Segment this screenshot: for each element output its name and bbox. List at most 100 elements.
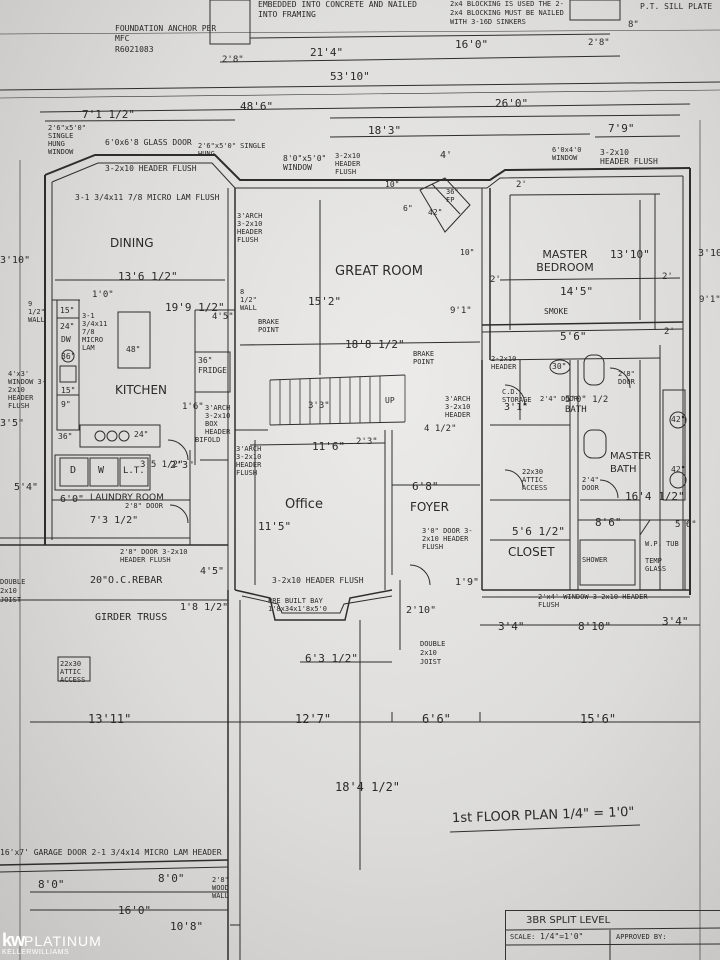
dim-3-3-laundry: 3'5 1/2" (140, 460, 184, 470)
dim-21-4: 21'4" (310, 46, 344, 59)
note-attic-access-garage: 22x30 ATTIC ACCESS (60, 660, 86, 684)
dim-18-8: 18'8 1/2" (345, 338, 405, 351)
kitchen-15: 15" (60, 306, 75, 315)
dim-42: 42" (428, 208, 443, 217)
note-door-2-8: 2'8" DOOR (125, 502, 163, 510)
note-window-8x5: 8'0"x5'0" WINDOW (283, 154, 327, 172)
dim-line-48-6 (39, 103, 691, 113)
kitchen-36: 36" (61, 352, 76, 361)
note-garage-door: 16'x7' GARAGE DOOR 2-1 3/4x14 MICRO LAM … (0, 848, 222, 857)
note-door-2-8b: 2'8" DOOR (618, 370, 635, 386)
note-header-flush-mid: 3-2x10 HEADER FLUSH (335, 152, 361, 176)
toilet-2 (583, 429, 607, 459)
note-single-hung-left: 2'6"x5'0" SINGLE HUNG WINDOW (48, 124, 86, 156)
note-girder-truss: GIRDER TRUSS (95, 612, 168, 623)
dim-15-6: 15'6" (580, 712, 617, 726)
logo-keller-williams: KELLERWILLIAMS (2, 949, 70, 956)
note-box-header: 3'ARCH 3-2x10 BOX HEADER (205, 404, 231, 436)
bath-42b: 42" (671, 465, 686, 474)
kitchen-48: 48" (126, 345, 141, 354)
note-smoke: SMOKE (544, 307, 569, 316)
dim-line-18-3 (329, 133, 591, 138)
laundry-dryer: D (70, 465, 77, 476)
dim-12-7: 12'7" (295, 712, 332, 726)
title-block-scale-value: 1/4"=1'0" (540, 932, 584, 941)
note-door-2-4b: 2'4" DOOR (582, 476, 599, 492)
dim-18-3: 18'3" (368, 124, 402, 137)
dim-2-top: 2' (516, 180, 527, 190)
dim-2-8-top-left: 2'8" (222, 55, 244, 65)
logo-kw: kw (2, 930, 25, 950)
dim-7-1: 7'1 1/2" (82, 108, 135, 121)
dim-53-10: 53'10" (330, 70, 370, 83)
dim-2-10: 2'10" (406, 605, 437, 616)
fireplace (419, 177, 471, 233)
kitchen-36b: 36" (58, 432, 73, 441)
note-glass-door: 6'0x6'8 GLASS DOOR (105, 138, 192, 147)
room-foyer: FOYER (410, 500, 449, 514)
dim-3-1: 3'1" (504, 402, 529, 413)
dim-3-5: 3'5" (0, 418, 25, 429)
note-window-6x4: 6'0x4'0 WINDOW (552, 146, 582, 162)
note-blocking: 2x4 BLOCKING IS USED THE 2-2x4 BLOCKING … (450, 0, 564, 26)
dim-5-4: 5'4" (14, 482, 39, 493)
stairs-up: UP (385, 396, 395, 405)
dim-3-4-right: 3'4" (662, 615, 689, 628)
note-foundation-anchor: FOUNDATION ANCHOR PER MFC (115, 24, 217, 43)
title-block-name: 3BR SPLIT LEVEL (526, 915, 611, 926)
note-header-laundry: 2'8" DOOR 3-2x10 HEADER FLUSH (120, 548, 188, 564)
dim-8-0-left: 8'0" (38, 878, 65, 891)
dim-13-6: 13'6 1/2" (118, 270, 178, 283)
dim-1-8: 1'8 1/2" (180, 602, 229, 613)
note-rebar: 20"O.C.REBAR (90, 575, 163, 586)
stairs (269, 375, 406, 425)
dim-6-6: 6'6" (422, 712, 451, 726)
dim-2-left: 2' (490, 275, 501, 285)
dim-16-4: 16'4 1/2" (625, 490, 685, 503)
kitchen-24b: 24" (134, 430, 149, 439)
room-great-room: GREAT ROOM (335, 264, 423, 279)
laundry-washer: W (98, 465, 105, 476)
note-wall-9: 9 1/2" WALL (28, 300, 45, 324)
dim-7-9: 7'9" (608, 122, 635, 135)
note-cd-storage: C.D. STORAGE (502, 388, 532, 404)
note-temp-glass: TEMP GLASS (645, 557, 667, 573)
note-micro-lam-kitchen: 3-1 3/4x11 7/8 MICRO LAM (82, 312, 108, 352)
note-pt-sill: P.T. SILL PLATE (640, 2, 713, 11)
dim-1-9: 1'9" (455, 577, 480, 588)
dim-10-b: 10" (460, 248, 475, 257)
dim-3-10-right: 3'10" (698, 248, 720, 259)
dim-6-3: 6'3 1/2" (305, 652, 358, 665)
note-attic-access: 22x30 ATTIC ACCESS (522, 468, 548, 492)
room-laundry: LAUNDRY ROOM (90, 493, 164, 503)
title-block: 3BR SPLIT LEVEL SCALE: 1/4"=1'0" APPROVE… (505, 910, 720, 960)
dim-8-0-right: 8'0" (158, 872, 185, 885)
note-wall-8: 8 1/2" WALL (240, 288, 257, 312)
note-fp: 36" FP (446, 188, 459, 204)
kitchen-9: 9" (61, 400, 71, 409)
dim-1-6: 1'6" (182, 402, 204, 412)
note-door-3: 3'0" DOOR 3-2x10 HEADER FLUSH (422, 527, 473, 551)
toilet (583, 354, 605, 386)
kitchen-dw: DW (61, 335, 71, 344)
dim-8-10: 8'10" (578, 620, 612, 633)
dim-15-2: 15'2" (308, 295, 342, 308)
dim-7-3: 7'3 1/2" (90, 515, 139, 526)
laundry-tub: L.T. (123, 466, 145, 476)
shower (579, 539, 636, 586)
room-kitchen: KITCHEN (115, 383, 167, 397)
sink-2 (669, 411, 687, 429)
note-brake-point: BRAKE POINT (258, 318, 280, 334)
kitchen-island (117, 311, 151, 369)
dim-3-3: 3'3" (308, 401, 330, 411)
dim-3-10-left: 3'10" (0, 255, 31, 266)
dim-10-8: 10'8" (170, 920, 204, 933)
note-foundation-code: R6021083 (115, 45, 154, 54)
dim-19-9: 19'9 1/2" (165, 301, 225, 314)
note-arch-header: 3'ARCH 3-2x10 HEADER FLUSH (237, 212, 263, 244)
note-prebuilt-bay: PRE BUILT BAY 1'8x34x1'8x5'0 (268, 597, 328, 613)
dim-2-3: 2'3" (356, 437, 378, 447)
dim-26-0: 26'0" (495, 97, 529, 110)
note-arch-3: 3'ARCH 3-2x10 HEADER (445, 395, 471, 419)
